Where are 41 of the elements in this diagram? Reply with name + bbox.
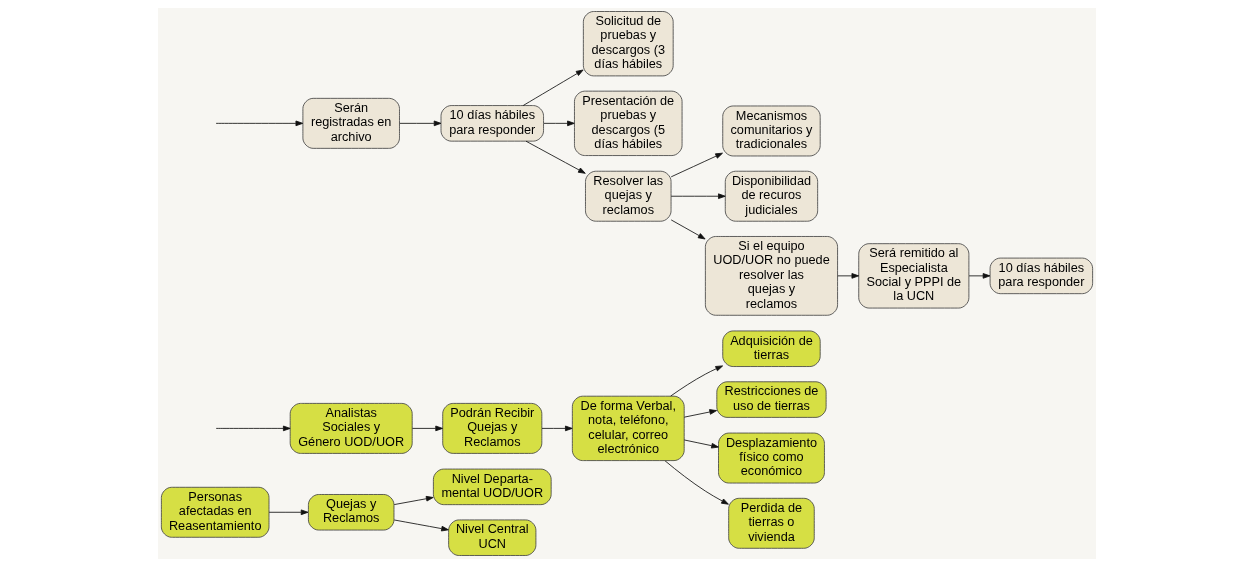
node-box: Resolver las quejas y reclamos bbox=[584, 170, 671, 222]
arrow bbox=[525, 140, 586, 174]
node-box: De forma Verbal, nota, teléfono, celular, correo electrónico bbox=[571, 395, 685, 461]
arrow bbox=[670, 193, 726, 200]
arrow bbox=[393, 519, 449, 532]
node-box: Personas afectadas en Reasentamiento bbox=[160, 486, 269, 538]
arrow bbox=[522, 69, 584, 106]
node-box: Perdida de tierras o vivienda bbox=[727, 497, 815, 549]
arrow bbox=[411, 425, 443, 432]
arrow bbox=[683, 439, 719, 449]
node-box: Quejas y Reclamos bbox=[307, 494, 394, 531]
arrow bbox=[670, 152, 723, 178]
node-box: Podrán Recibir Quejas y Reclamos bbox=[441, 402, 542, 454]
node-box: Nivel Central UCN bbox=[447, 519, 536, 556]
arrow bbox=[968, 273, 990, 279]
arrow bbox=[670, 219, 706, 240]
arrow bbox=[541, 425, 573, 432]
arrow bbox=[542, 120, 575, 127]
arrow bbox=[836, 273, 859, 279]
arrow bbox=[398, 120, 441, 127]
node-box: 10 días hábiles para responder bbox=[440, 105, 544, 142]
arrow bbox=[215, 425, 291, 432]
arrow bbox=[215, 120, 303, 127]
node-box: Nivel Departa- mental UOD/UOR bbox=[432, 468, 552, 506]
node-box: Desplazamiento físico como económico bbox=[717, 432, 825, 484]
arrow bbox=[393, 495, 434, 505]
node-box: Adquisición de tierras bbox=[721, 330, 821, 367]
node-box: Disponibilidad de recuros judiciales bbox=[724, 170, 818, 222]
node-box: Serán registradas en archivo bbox=[301, 97, 400, 149]
arrow bbox=[683, 409, 717, 418]
node-box: 10 días hábiles para responder bbox=[989, 257, 1093, 295]
node-box: Si el equipo UOD/UOR no puede resolver las quejas y reclamos bbox=[704, 236, 838, 316]
node-box: Restricciones de uso de tierras bbox=[715, 381, 827, 418]
node-box: Analistas Sociales y Género UOD/UOR bbox=[289, 402, 413, 454]
arrow bbox=[669, 365, 723, 397]
node-box: Será remitido al Especialista Social y PPPI de la UCN bbox=[857, 243, 969, 309]
node-box: Solicitud de pruebas y descargos (3 días hábiles bbox=[582, 11, 674, 77]
node-box: Presentación de pruebas y descargos (5 días hábiles bbox=[573, 90, 682, 156]
arrow bbox=[268, 509, 308, 516]
arrow bbox=[664, 460, 729, 505]
node-box: Mecanismos comunitarios y tradicionales bbox=[721, 105, 821, 157]
